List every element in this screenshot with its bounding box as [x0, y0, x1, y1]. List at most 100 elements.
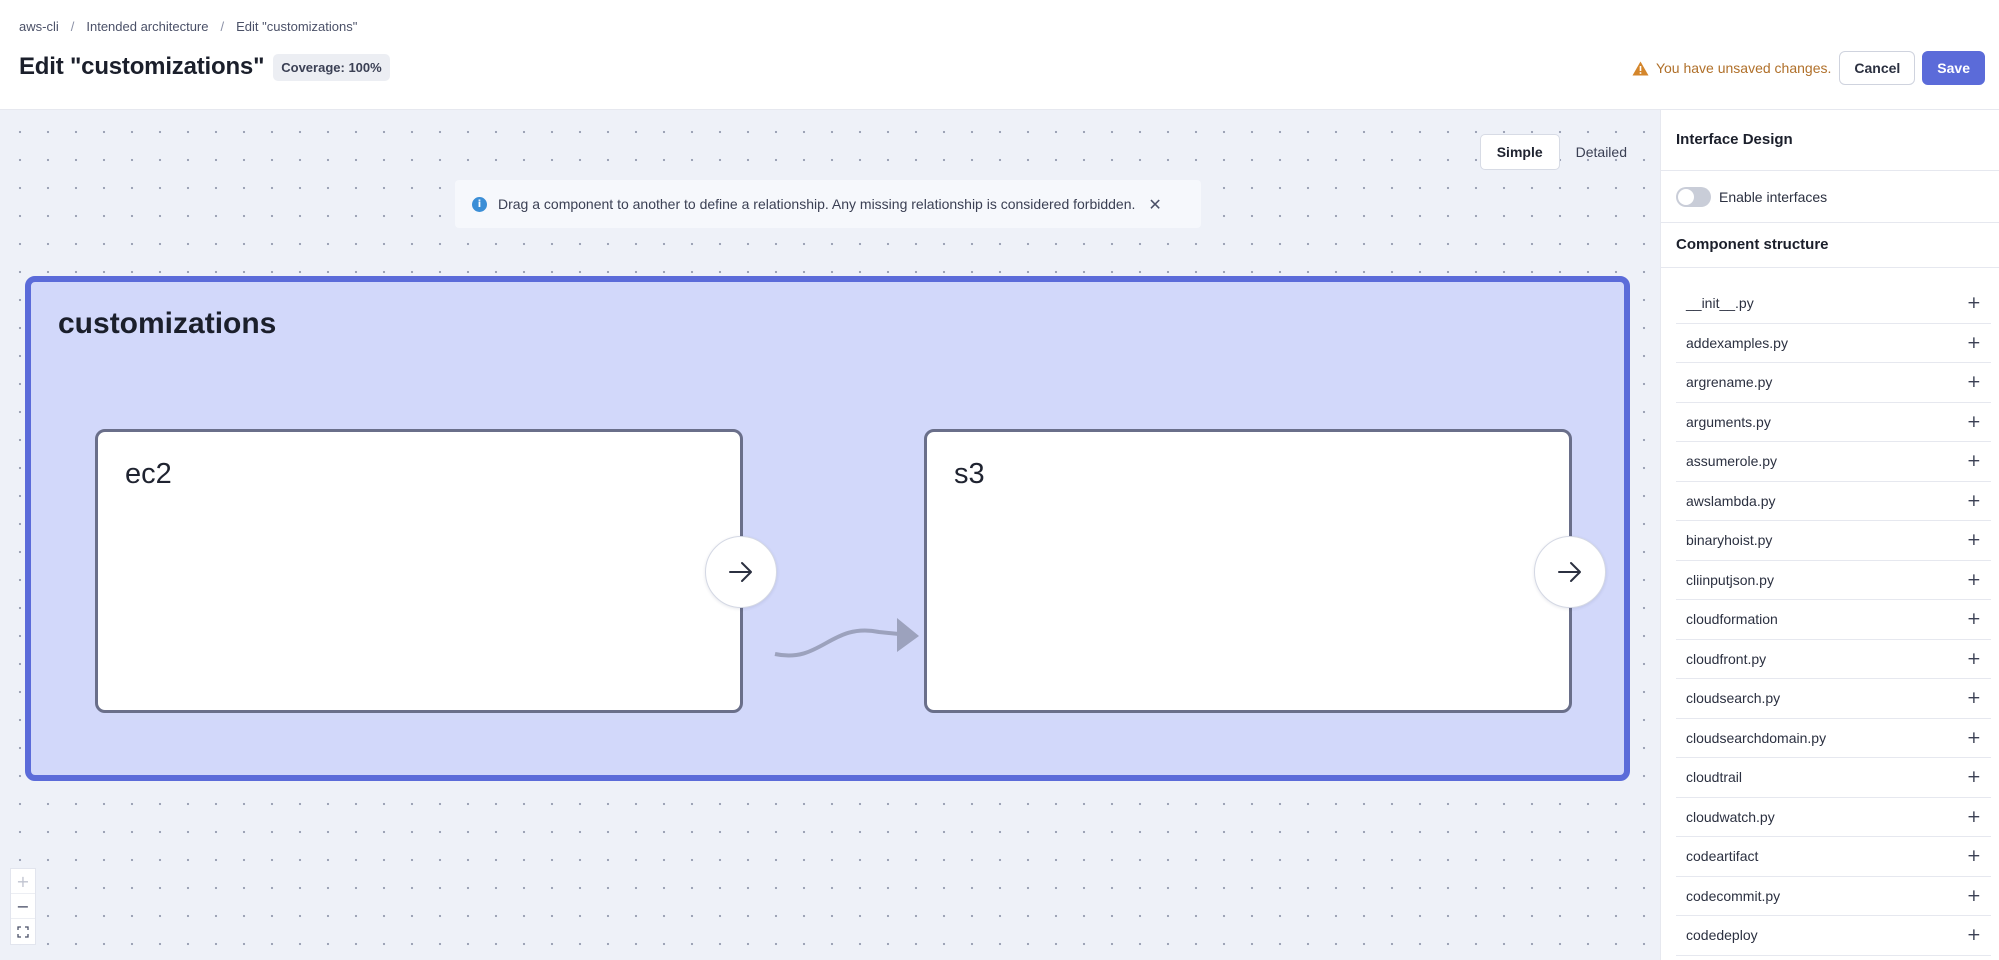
panel-divider [1661, 267, 1999, 268]
file-name: cliinputjson.py [1686, 571, 1774, 588]
list-item[interactable]: cliinputjson.py + [1676, 561, 1991, 600]
file-name: cloudsearch.py [1686, 690, 1781, 707]
zoom-out-button[interactable]: − [11, 894, 35, 919]
plus-icon[interactable]: + [1966, 490, 1981, 511]
file-name: argrename.py [1686, 374, 1773, 391]
plus-icon[interactable]: + [1966, 293, 1981, 314]
component-structure-title: Component structure [1676, 236, 1829, 253]
list-item[interactable]: codedeploy + [1676, 916, 1991, 956]
view-detailed-option[interactable]: Detailed [1575, 144, 1627, 160]
toggle-knob [1678, 189, 1694, 205]
list-item[interactable]: cloudformation + [1676, 600, 1991, 640]
panel-divider [1661, 222, 1999, 223]
file-name: assumerole.py [1686, 453, 1778, 470]
breadcrumb: aws-cli / Intended architecture / Edit "… [19, 19, 357, 34]
file-name: cloudtrail [1686, 769, 1743, 786]
file-name: cloudwatch.py [1686, 808, 1775, 825]
enable-interfaces-toggle[interactable] [1676, 187, 1711, 207]
list-item[interactable]: cloudwatch.py + [1676, 798, 1991, 837]
enable-interfaces-row: Enable interfaces [1676, 187, 1827, 207]
list-item[interactable]: cloudtrail + [1676, 758, 1991, 798]
list-item[interactable]: cloudsearchdomain.py + [1676, 719, 1991, 758]
list-item[interactable]: cloudfront.py + [1676, 640, 1991, 679]
view-mode-toggle: Simple Detailed [1479, 134, 1643, 170]
interface-design-title: Interface Design [1676, 131, 1793, 148]
view-simple-option[interactable]: Simple [1479, 134, 1560, 170]
panel-divider [1661, 170, 1999, 171]
plus-icon[interactable]: + [1966, 727, 1981, 748]
list-item[interactable]: addexamples.py + [1676, 324, 1991, 363]
plus-icon[interactable]: + [1966, 885, 1981, 906]
plus-icon[interactable]: + [1966, 846, 1981, 867]
breadcrumb-item-intended-architecture[interactable]: Intended architecture [86, 19, 209, 34]
fit-view-icon [17, 925, 29, 938]
list-item[interactable]: argrename.py + [1676, 363, 1991, 403]
group-title: customizations [58, 307, 277, 340]
list-item[interactable]: cloudsearch.py + [1676, 679, 1991, 719]
file-name: __init__.py [1686, 295, 1754, 312]
file-name: cloudformation [1686, 611, 1778, 628]
component-group-customizations[interactable]: customizations ec2 s3 [25, 276, 1630, 781]
coverage-badge: Coverage: 100% [273, 53, 390, 81]
arrow-right-icon [1558, 562, 1581, 582]
list-item[interactable]: __init__.py + [1676, 284, 1991, 324]
unsaved-changes-notice: You have unsaved changes. [1632, 60, 1831, 76]
file-name: cloudsearchdomain.py [1686, 729, 1827, 746]
cancel-button[interactable]: Cancel [1839, 51, 1916, 85]
info-icon: i [472, 196, 487, 212]
plus-icon[interactable]: + [1966, 806, 1981, 827]
list-item[interactable]: awslambda.py + [1676, 482, 1991, 521]
list-item[interactable]: codeartifact + [1676, 837, 1991, 877]
component-node-ec2[interactable]: ec2 [95, 429, 743, 713]
file-name: binaryhoist.py [1686, 532, 1773, 549]
save-button[interactable]: Save [1922, 51, 1985, 85]
close-icon[interactable]: ✕ [1148, 194, 1162, 214]
file-name: codedeploy [1686, 927, 1758, 944]
info-banner: i Drag a component to another to define … [455, 180, 1201, 228]
plus-icon[interactable]: + [1966, 648, 1981, 669]
arrow-right-icon [729, 562, 752, 582]
plus-icon[interactable]: + [1966, 332, 1981, 353]
plus-icon[interactable]: + [1966, 925, 1981, 946]
component-structure-list: __init__.py + addexamples.py + argrename.py +… [1676, 284, 1991, 956]
side-panel: Interface Design Enable interfaces Compo… [1660, 110, 1999, 960]
connector-handle-s3[interactable] [1534, 536, 1606, 608]
plus-icon[interactable]: + [1966, 451, 1981, 472]
plus-icon[interactable]: + [1966, 411, 1981, 432]
breadcrumb-item-current: Edit "customizations" [236, 19, 358, 34]
component-node-s3[interactable]: s3 [924, 429, 1572, 713]
plus-icon[interactable]: + [1966, 609, 1981, 630]
fit-view-button[interactable] [11, 919, 35, 944]
file-name: awslambda.py [1686, 492, 1776, 509]
connector-handle-ec2[interactable] [705, 536, 777, 608]
page-header: aws-cli / Intended architecture / Edit "… [0, 0, 1999, 110]
plus-icon[interactable]: + [1966, 372, 1981, 393]
file-name: cloudfront.py [1686, 650, 1767, 667]
breadcrumb-separator: / [70, 19, 75, 34]
zoom-in-button[interactable]: + [11, 869, 35, 894]
breadcrumb-item-aws-cli[interactable]: aws-cli [19, 19, 59, 34]
list-item[interactable]: arguments.py + [1676, 403, 1991, 442]
zoom-controls: + − [10, 868, 36, 945]
node-label-s3: s3 [954, 458, 985, 490]
list-item[interactable]: binaryhoist.py + [1676, 521, 1991, 561]
file-name: codecommit.py [1686, 887, 1781, 904]
file-name: arguments.py [1686, 413, 1771, 430]
title-row: Edit "customizations" Coverage: 100% [19, 53, 390, 81]
list-item[interactable]: assumerole.py + [1676, 442, 1991, 482]
breadcrumb-separator: / [220, 19, 225, 34]
list-item[interactable]: codecommit.py + [1676, 877, 1991, 916]
architecture-canvas[interactable]: Simple Detailed i Drag a component to an… [0, 110, 1660, 960]
warning-icon [1632, 61, 1649, 75]
plus-icon[interactable]: + [1966, 530, 1981, 551]
file-name: addexamples.py [1686, 334, 1788, 351]
node-label-ec2: ec2 [125, 458, 172, 490]
file-name: codeartifact [1686, 848, 1759, 865]
plus-icon[interactable]: + [1966, 569, 1981, 590]
unsaved-changes-text: You have unsaved changes. [1655, 60, 1832, 76]
header-actions: You have unsaved changes. Cancel Save [1632, 51, 1985, 85]
plus-icon[interactable]: + [1966, 688, 1981, 709]
page-title: Edit "customizations" [19, 53, 265, 80]
plus-icon[interactable]: + [1966, 767, 1981, 788]
enable-interfaces-label: Enable interfaces [1719, 189, 1828, 205]
